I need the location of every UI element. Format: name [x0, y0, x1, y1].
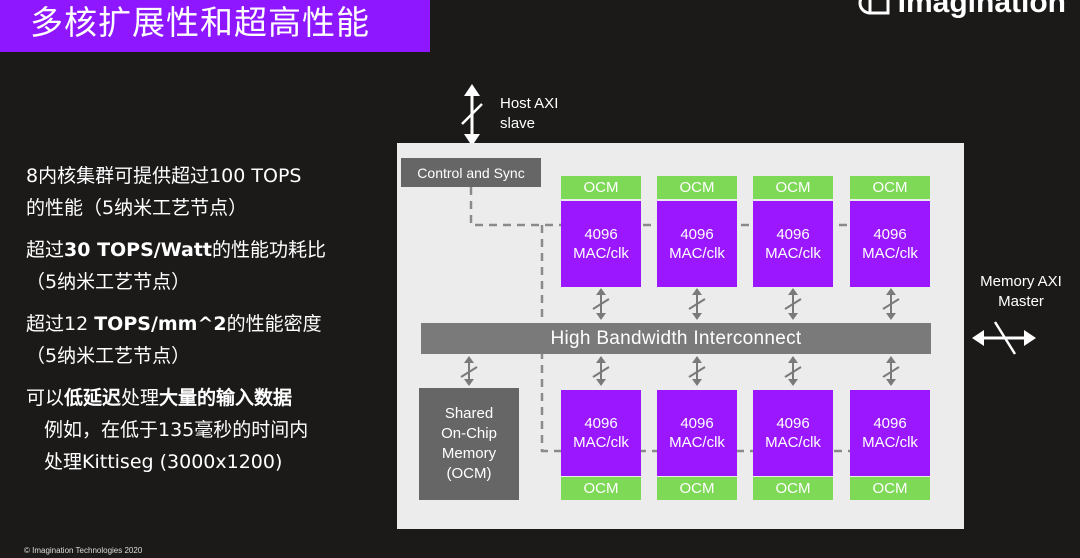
bullet-3-line-1: 超过12 TOPS/mm^2的性能密度	[26, 308, 396, 340]
bullet-3-line-2: （5纳米工艺节点）	[26, 345, 191, 367]
memory-master-label: Master	[998, 293, 1044, 310]
mac-count: 4096	[776, 415, 810, 432]
bullet-1-line-2: 的性能（5纳米工艺节点）	[26, 197, 248, 219]
bullet-2-prefix: 超过	[26, 239, 65, 261]
mac-count: 4096	[584, 415, 618, 432]
shared-on-chip-memory: Shared On-Chip Memory (OCM)	[419, 388, 519, 500]
mac-unit: MAC/clk	[669, 245, 725, 262]
mac-unit: MAC/clk	[573, 245, 629, 262]
bus-arrow-icon	[592, 356, 610, 386]
ocm-block: OCM	[753, 477, 833, 500]
bullet-2-suffix: 的性能功耗比	[212, 239, 327, 261]
host-axi-label: Host AXI	[500, 95, 559, 112]
bullet-4-prefix: 可以	[26, 387, 65, 409]
mac-count: 4096	[873, 415, 907, 432]
bullet-4-line-1: 可以低延迟处理大量的输入数据	[26, 382, 396, 414]
bullet-4-sub-2: 处理Kittiseg (3000x1200)	[44, 451, 283, 473]
host-axi-arrow-icon	[461, 84, 483, 146]
bullet-2-bold: 30 TOPS/Watt	[64, 239, 212, 261]
mac-unit: MAC/clk	[669, 434, 725, 451]
bullet-list: 8内核集群可提供超过100 TOPS 的性能（5纳米工艺节点） 超过30 TOP…	[26, 160, 396, 478]
bullet-3-suffix: 的性能密度	[226, 313, 322, 335]
bullet-3-bold: TOPS/mm^2	[94, 313, 227, 335]
ocm-block: OCM	[657, 176, 737, 199]
page-title: 多核扩展性和超高性能	[30, 3, 370, 42]
bullet-3-prefix: 超过12	[26, 313, 95, 335]
bus-arrow-icon	[592, 288, 610, 320]
memory-axi-label: Memory AXI	[980, 273, 1062, 290]
bullet-1-line-1: 8内核集群可提供超过100 TOPS	[26, 165, 302, 187]
mac-count: 4096	[680, 226, 714, 243]
mac-count: 4096	[680, 415, 714, 432]
ocm-block: OCM	[657, 477, 737, 500]
mac-unit: MAC/clk	[573, 434, 629, 451]
control-and-sync-block: Control and Sync	[401, 158, 541, 187]
bullet-2-line-2: （5纳米工艺节点）	[26, 271, 191, 293]
bus-arrow-icon	[688, 356, 706, 386]
mac-unit: MAC/clk	[765, 434, 821, 451]
bullet-2-line-1: 超过30 TOPS/Watt的性能功耗比	[26, 234, 396, 266]
shared-line-4: (OCM)	[446, 465, 492, 482]
bus-arrow-icon	[688, 288, 706, 320]
bus-arrow-icon	[460, 356, 478, 386]
logo-text: Imagination	[897, 0, 1066, 19]
shared-line-2: On-Chip	[441, 425, 497, 442]
ocm-block: OCM	[561, 176, 641, 199]
bus-arrow-icon	[784, 288, 802, 320]
bus-arrow-icon	[882, 288, 900, 320]
mac-count: 4096	[873, 226, 907, 243]
mac-unit: MAC/clk	[862, 434, 918, 451]
high-bandwidth-interconnect: High Bandwidth Interconnect	[421, 323, 931, 354]
ocm-block: OCM	[753, 176, 833, 199]
title-bar: 多核扩展性和超高性能	[0, 0, 430, 52]
bus-arrow-icon	[882, 356, 900, 386]
memory-axi-arrow-icon	[972, 321, 1036, 355]
ocm-block: OCM	[850, 176, 930, 199]
copyright-footer: © Imagination Technologies 2020	[24, 546, 143, 555]
mac-unit: MAC/clk	[862, 245, 918, 262]
bus-arrow-icon	[784, 356, 802, 386]
imagination-logo: Imagination	[856, 0, 1066, 20]
mac-unit: MAC/clk	[765, 245, 821, 262]
shared-line-3: Memory	[441, 445, 497, 462]
bullet-4-sub-1: 例如，在低于135毫秒的时间内	[44, 419, 309, 441]
mac-count: 4096	[776, 226, 810, 243]
bullet-4-bold-2: 大量的输入数据	[159, 387, 293, 409]
bullet-4-mid: 处理	[121, 387, 160, 409]
ocm-block: OCM	[561, 477, 641, 500]
shared-line-1: Shared	[444, 405, 494, 422]
logo-mark-icon	[856, 0, 890, 16]
host-slave-label: slave	[500, 115, 536, 132]
bullet-4-bold-1: 低延迟	[64, 387, 122, 409]
ocm-block: OCM	[850, 477, 930, 500]
mac-count: 4096	[584, 226, 618, 243]
